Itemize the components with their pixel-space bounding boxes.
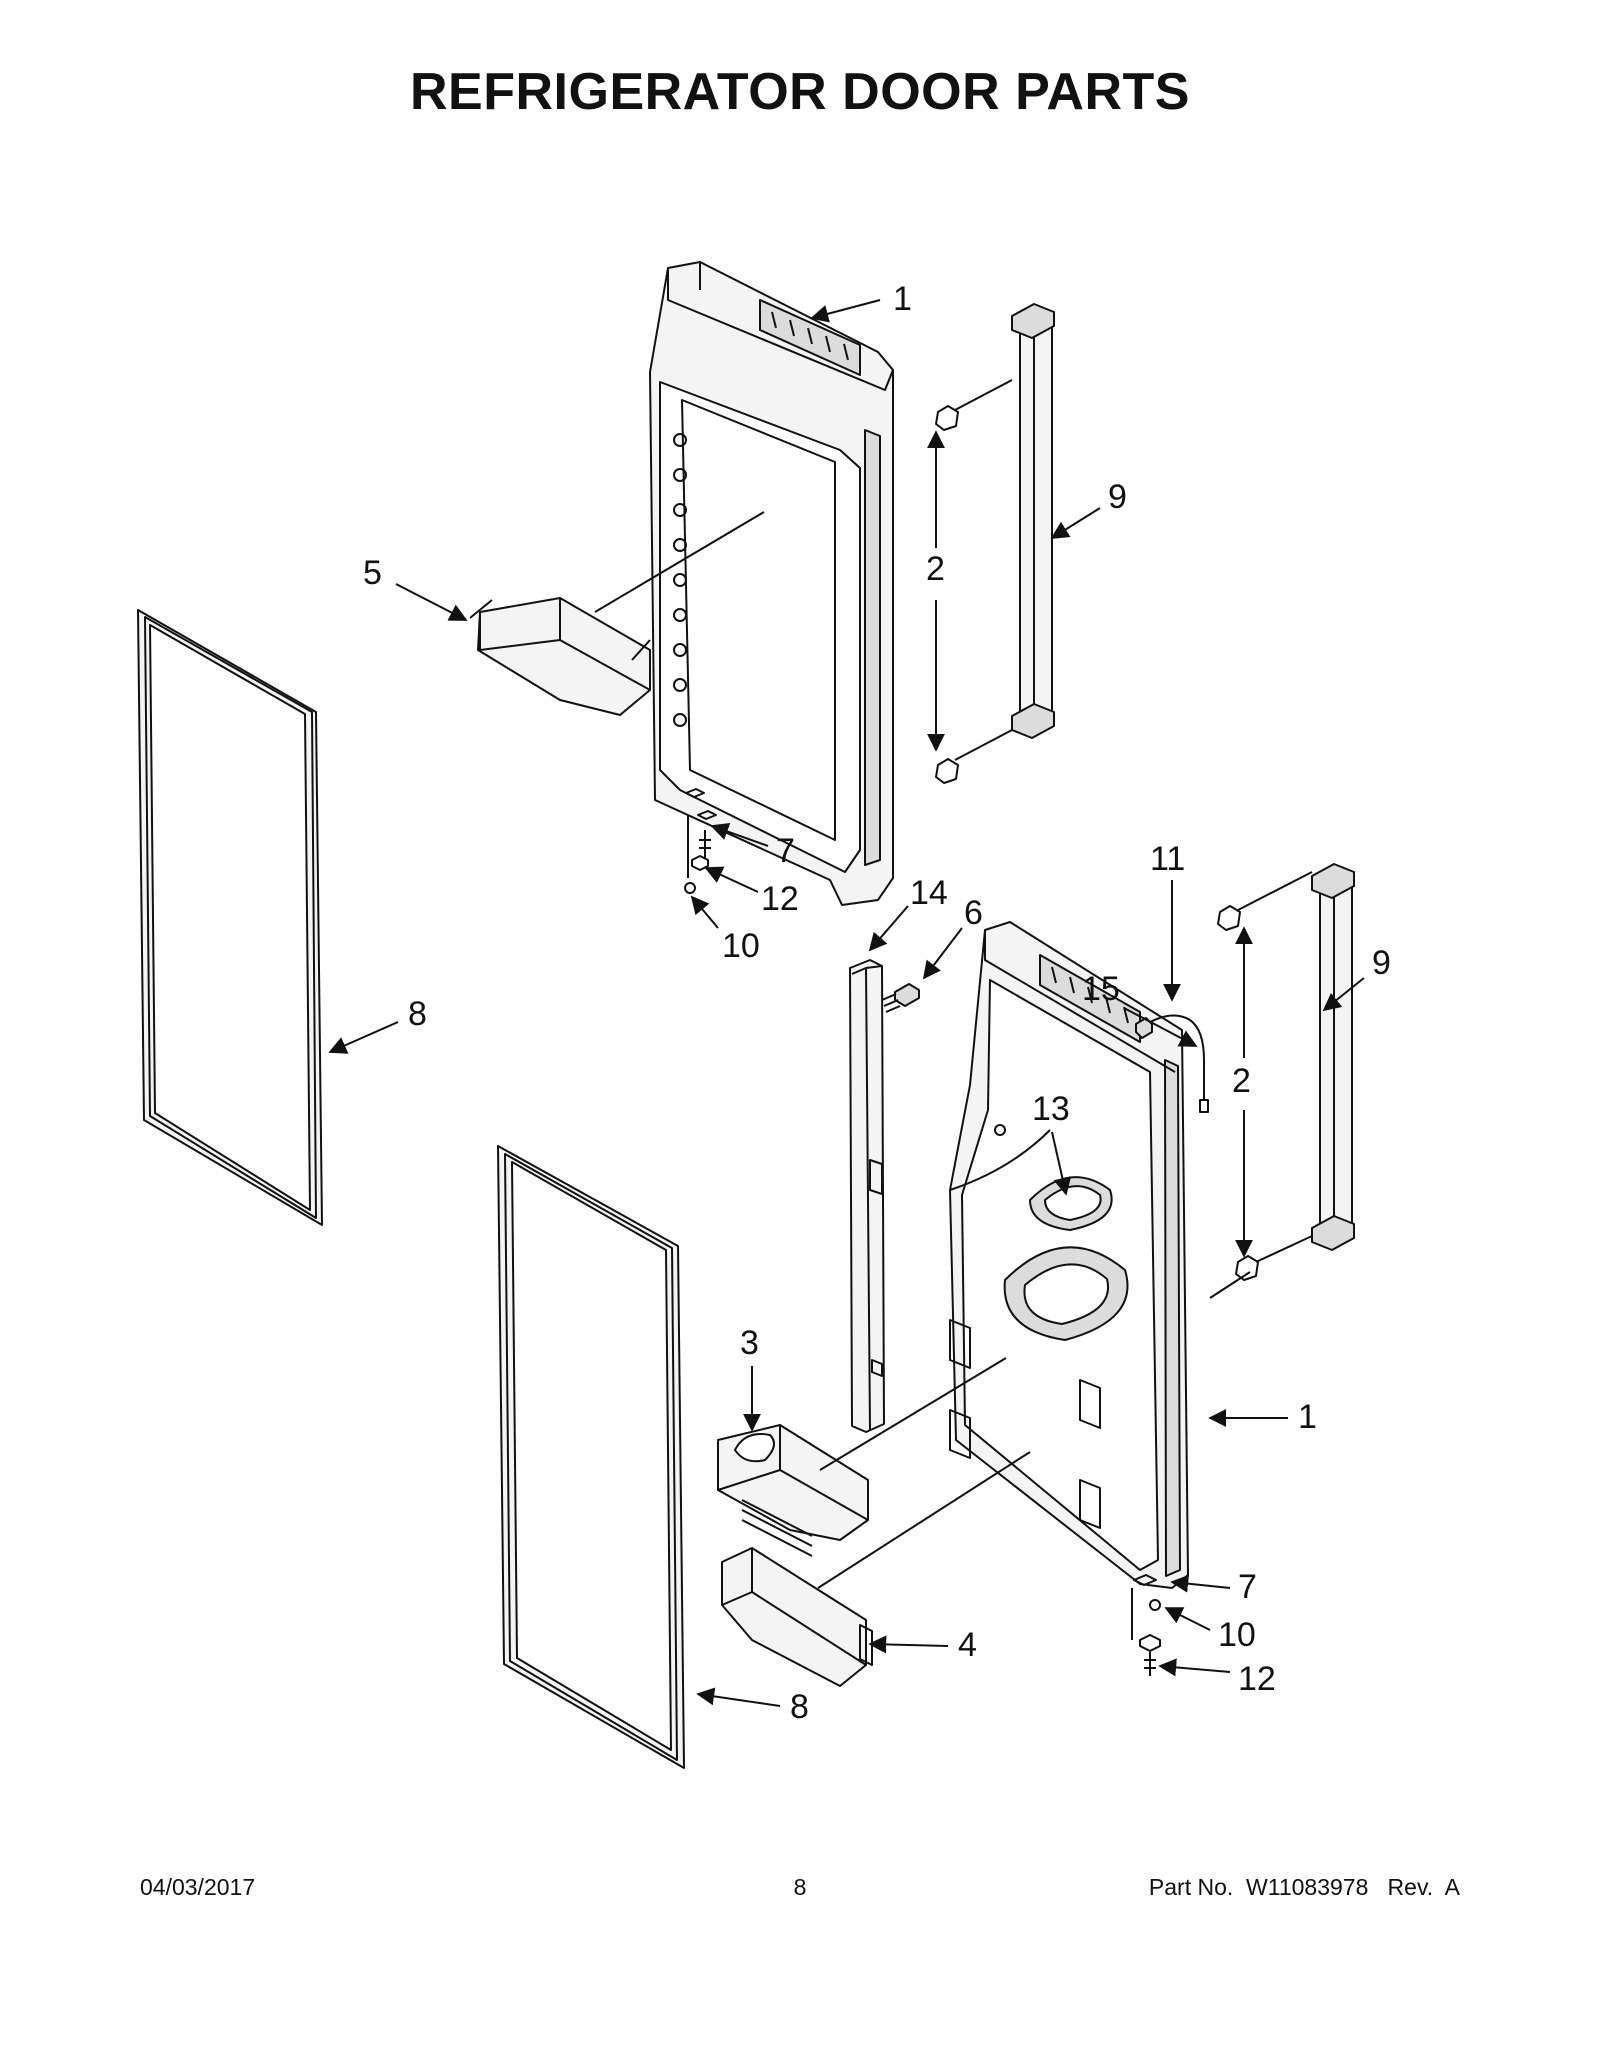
callout-9-upper: 9 [1108,478,1127,516]
callout-10-upper: 10 [722,927,760,965]
callout-15: 15 [1082,970,1120,1008]
callout-14: 14 [910,874,948,912]
callout-1-lower: 1 [1298,1398,1317,1436]
callout-2-lower: 2 [1232,1062,1251,1100]
callout-13: 13 [1032,1090,1070,1128]
upper-door-bin [469,597,651,716]
callout-8-upper: 8 [408,995,427,1033]
lower-door-gasket [497,1145,685,1769]
lower-bin-leader [817,1451,1031,1589]
callout-1-upper: 1 [893,280,912,318]
callout-7-lower: 7 [1238,1568,1257,1606]
lower-door-bin [721,1547,873,1687]
upper-hinge-hardware [684,788,717,894]
lower-handle [1209,863,1355,1299]
page-title: REFRIGERATOR DOOR PARTS [410,63,1190,121]
callout-5: 5 [363,554,382,592]
strip-screw [881,983,920,1013]
callout-12-upper: 12 [761,880,799,918]
dispenser-bin [717,1424,869,1557]
callout-labels: 1 9 2 5 7 12 10 8 14 6 11 15 9 2 13 3 1 … [363,280,1391,1726]
upper-door-liner [649,261,894,906]
door-cover-strip [849,959,885,1433]
dispenser-bin-leader [819,1357,1007,1471]
callout-7-upper: 7 [776,832,795,870]
callout-3: 3 [740,1324,759,1362]
callout-9-lower: 9 [1372,944,1391,982]
footer-date: 04/03/2017 [140,1874,256,1900]
callout-12-lower: 12 [1238,1660,1276,1698]
bin-leader-line [594,511,765,613]
water-tube [1135,1014,1209,1113]
callout-8-lower: 8 [790,1688,809,1726]
lower-hinge-hardware [1131,1574,1161,1676]
callout-6: 6 [964,894,983,932]
footer-part-number: Part No. W11083978 Rev. A [1148,1874,1460,1900]
upper-handle [935,303,1055,784]
upper-door-gasket [137,609,323,1226]
lower-door-liner [949,921,1189,1589]
callout-arrows [328,299,1365,1707]
callout-2-upper: 2 [926,550,945,588]
footer-page-number: 8 [793,1874,807,1900]
callout-11: 11 [1150,840,1185,878]
callout-4: 4 [958,1626,977,1664]
callout-10-lower: 10 [1218,1616,1256,1654]
